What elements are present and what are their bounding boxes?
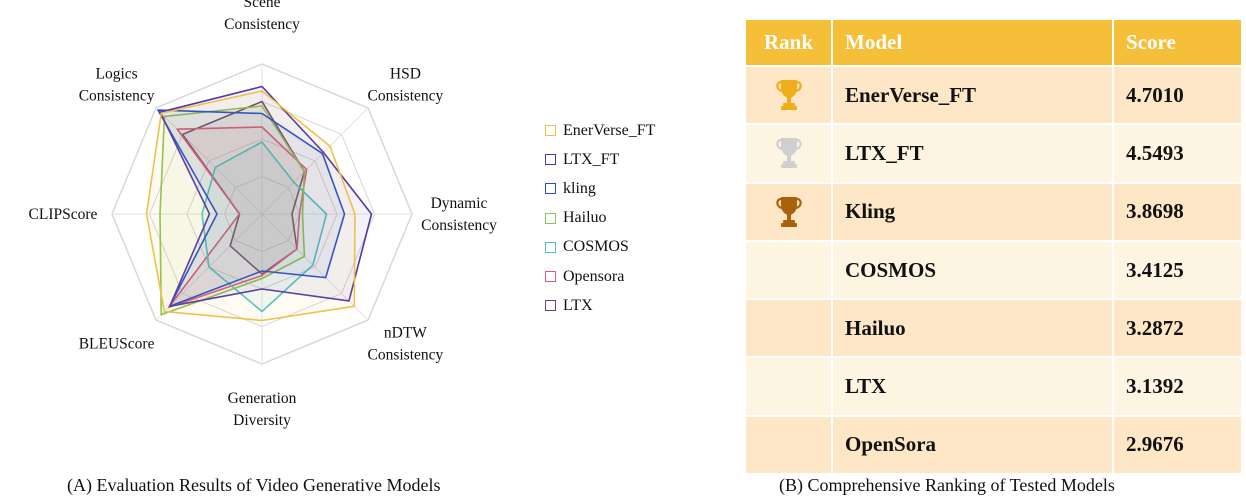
model-cell: COSMOS — [833, 239, 1114, 299]
table-header-row: Rank Model Score — [746, 20, 1241, 65]
legend-item: COSMOS — [545, 233, 655, 262]
header-model: Model — [833, 20, 1114, 65]
caption-a: (A) Evaluation Results of Video Generati… — [67, 475, 441, 495]
gold-trophy-icon — [775, 80, 802, 111]
rank-cell — [746, 181, 833, 240]
rank-cell — [746, 414, 833, 474]
legend-swatch — [545, 300, 556, 312]
legend-swatch — [545, 125, 556, 137]
legend-item: Hailuo — [545, 204, 655, 233]
legend-label: COSMOS — [563, 238, 629, 256]
score-cell: 4.7010 — [1114, 65, 1241, 124]
axis-label: HSD Consistency — [368, 66, 444, 105]
axis-label: BLEUScore — [79, 335, 155, 352]
legend-swatch — [545, 154, 556, 166]
axis-label-line: Logics — [96, 66, 138, 83]
grid-spoke — [155, 107, 263, 215]
axis-label-line: Consistency — [79, 88, 155, 105]
score-cell: 3.8698 — [1114, 181, 1241, 240]
axis-label-line: Diversity — [233, 412, 291, 429]
series-polygon — [157, 109, 346, 308]
legend-item: kling — [545, 174, 655, 203]
rank-cell — [746, 239, 833, 299]
axis-label: nDTW Consistency — [368, 324, 444, 363]
legend-item: LTX — [545, 291, 655, 320]
grid-spoke — [261, 107, 369, 215]
model-cell: LTX — [833, 356, 1114, 415]
legend-item: LTX_FT — [545, 145, 655, 174]
series-polygon — [159, 105, 306, 316]
axis-label-line: HSD — [390, 66, 421, 83]
score-cell: 3.4125 — [1114, 239, 1241, 299]
grid-spoke — [261, 213, 369, 321]
axis-label-line: Consistency — [224, 16, 300, 33]
score-cell: 3.1392 — [1114, 356, 1241, 415]
radar-series — [145, 85, 373, 322]
header-score: Score — [1114, 20, 1241, 65]
rank-cell — [746, 356, 833, 415]
silver-trophy-icon — [775, 138, 802, 169]
bronze-trophy-icon — [775, 196, 802, 227]
model-cell: LTX_FT — [833, 123, 1114, 182]
score-cell: 3.2872 — [1114, 298, 1241, 357]
legend-swatch — [545, 271, 556, 283]
model-cell: Kling — [833, 181, 1114, 240]
axis-label-line: Dynamic — [431, 195, 488, 212]
model-cell: EnerVerse_FT — [833, 65, 1114, 124]
radar-grid — [111, 63, 413, 365]
legend-label: kling — [563, 179, 596, 197]
axis-label-line: Consistency — [368, 88, 444, 105]
series-polygon — [201, 141, 328, 313]
axis-label-line: BLEUScore — [79, 335, 155, 352]
caption-b: (B) Comprehensive Ranking of Tested Mode… — [779, 475, 1115, 495]
score-cell: 4.5493 — [1114, 123, 1241, 182]
axis-label: CLIPScore — [29, 206, 98, 223]
score-cell: 2.9676 — [1114, 414, 1241, 474]
axis-label-line: Consistency — [368, 346, 444, 363]
legend-item: EnerVerse_FT — [545, 116, 655, 145]
rank-cell — [746, 123, 833, 182]
legend-swatch — [545, 212, 556, 224]
series-polygon — [145, 90, 356, 322]
model-cell: Hailuo — [833, 298, 1114, 357]
legend-label: Hailuo — [563, 209, 607, 227]
legend-swatch — [545, 183, 556, 195]
legend-label: LTX — [563, 296, 593, 314]
legend-label: EnerVerse_FT — [563, 121, 656, 139]
model-cell: OpenSora — [833, 414, 1114, 474]
axis-label-line: CLIPScore — [29, 206, 98, 223]
legend-item: Opensora — [545, 262, 655, 291]
rank-cell — [746, 65, 833, 124]
legend-swatch — [545, 241, 556, 253]
rank-cell — [746, 298, 833, 357]
axis-label-line: nDTW — [384, 324, 427, 341]
axis-label-line: Generation — [228, 390, 297, 407]
axis-label-line: Scene — [243, 0, 280, 11]
axis-label-line: Consistency — [421, 217, 497, 234]
legend-label: Opensora — [563, 267, 625, 285]
legend-label: LTX_FT — [563, 150, 620, 168]
header-rank: Rank — [746, 20, 833, 65]
